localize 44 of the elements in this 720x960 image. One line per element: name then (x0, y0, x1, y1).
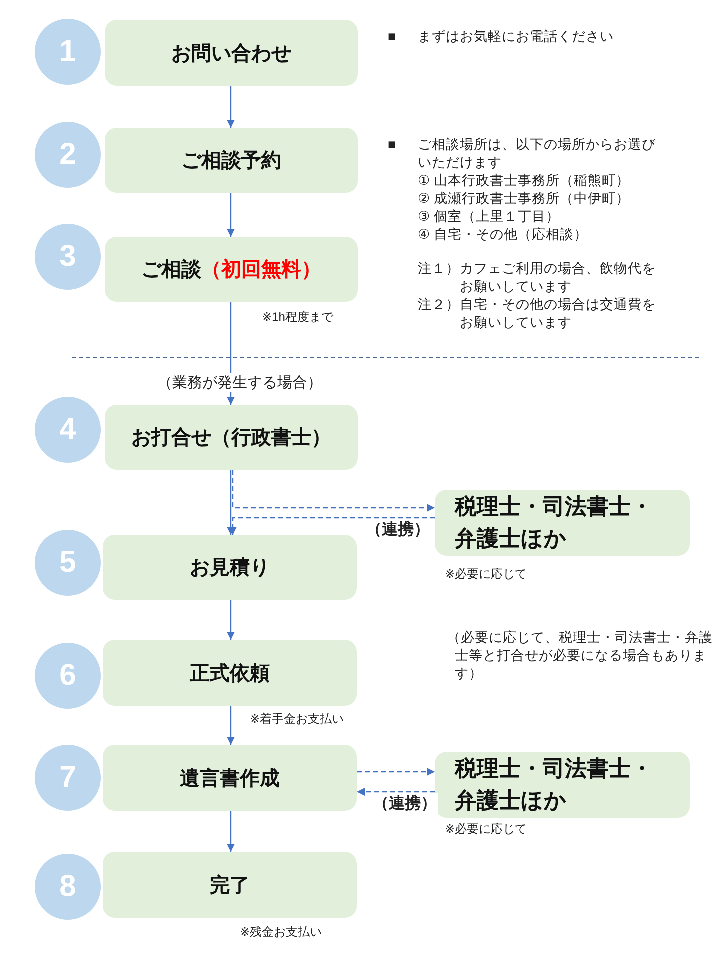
arrow (227, 86, 235, 128)
note-text: 注１）カフェご利用の場合、飲物代をお願いしています (418, 260, 657, 296)
arrow (227, 193, 235, 237)
bullet: ■ (388, 28, 396, 46)
note-text: ご相談場所は、以下の場所からお選びいただけます (418, 136, 657, 172)
step-box: 遺言書作成 (103, 745, 357, 811)
step-number-circle: 4 (35, 397, 101, 463)
list-item: ④ 自宅・その他（応相談） (418, 226, 589, 244)
note-text: ※着手金お支払い (250, 711, 344, 728)
step-number-circle: 8 (35, 854, 101, 920)
step-box: お問い合わせ (105, 20, 358, 86)
step-number-circle: 1 (35, 19, 101, 85)
step-number-circle: 7 (35, 745, 101, 811)
step-box: 完了 (103, 852, 357, 918)
step-number-circle: 3 (35, 224, 101, 290)
step-box: お打合せ（行政書士） (105, 405, 358, 470)
dashed-arrow (232, 470, 435, 512)
partner-box: 税理士・司法書士・弁護士ほか (435, 752, 690, 818)
list-item: ③ 個室（上里１丁目） (418, 208, 561, 226)
note-text: ※1h程度まで (262, 309, 334, 326)
arrow (227, 706, 235, 745)
partner-box: 税理士・司法書士・弁護士ほか (435, 490, 690, 556)
step-number-circle: 2 (35, 122, 101, 188)
step-box: お見積り (103, 535, 357, 600)
note-text: まずはお気軽にお電話ください (418, 28, 615, 46)
note-text: 注２）自宅・その他の場合は交通費をお願いしています (418, 296, 657, 332)
step-box: ご相談予約 (105, 128, 358, 193)
note-text: ※必要に応じて (445, 566, 528, 583)
note-text: ※残金お支払い (240, 924, 322, 941)
arrow (227, 600, 235, 640)
note-text: ※必要に応じて (445, 821, 528, 838)
list-item: ② 成瀬行政書士事務所（中伊町） (418, 190, 631, 208)
arrow (227, 811, 235, 852)
step-number-circle: 5 (35, 530, 101, 596)
step-box: 正式依頼 (103, 640, 357, 706)
note-text: （必要に応じて、税理士・司法書士・弁護士等と打合せが必要になる場合もあります） (447, 629, 714, 683)
dashed-arrow (357, 788, 435, 796)
step-number-circle: 6 (35, 643, 101, 709)
dashed-arrow (229, 517, 435, 535)
list-item: ① 山本行政書士事務所（稲熊町） (418, 172, 631, 190)
bullet: ■ (388, 136, 396, 154)
arrow (227, 470, 235, 535)
step-box: ご相談（初回無料） (105, 237, 358, 302)
dashed-arrow (357, 768, 435, 776)
